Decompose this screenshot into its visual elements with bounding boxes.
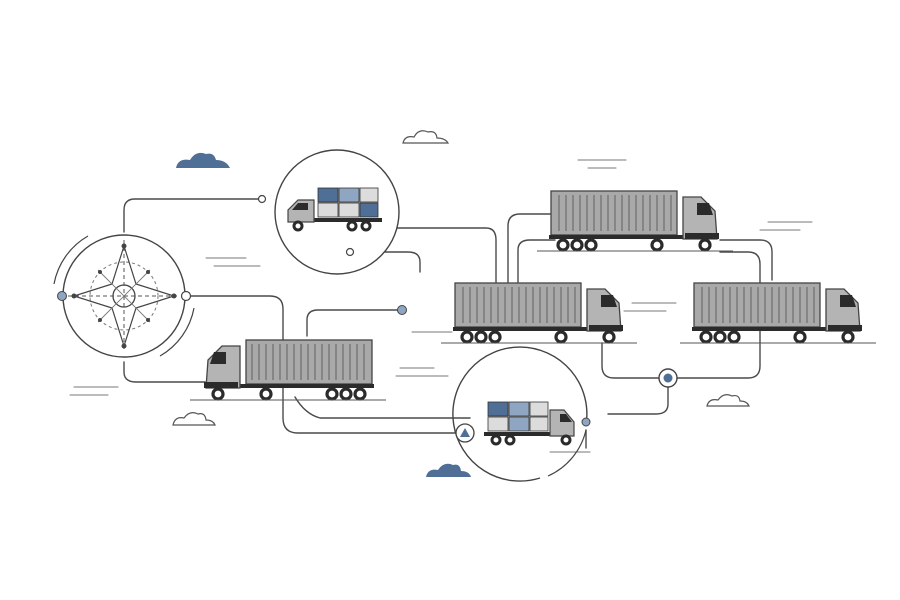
node-dot	[57, 291, 67, 301]
cloud-icon	[176, 152, 230, 168]
ring-node-icon	[658, 368, 678, 388]
truck-icon	[678, 281, 878, 345]
cloud-icon	[402, 130, 450, 144]
truck-icon	[535, 189, 735, 253]
motion-lines	[69, 159, 813, 453]
compass-icon	[53, 234, 195, 358]
truck-icon	[439, 281, 639, 345]
truck-icon	[482, 400, 576, 446]
cloud-icon	[172, 412, 216, 426]
truck-icon	[188, 338, 388, 402]
delivery-circle	[452, 346, 591, 482]
triangle-icon	[455, 423, 475, 443]
cloud-icon	[706, 394, 750, 407]
cargo-hub-circle	[257, 149, 400, 275]
node-dot	[180, 290, 192, 302]
node-dot	[397, 305, 407, 315]
cloud-icon	[426, 463, 471, 477]
